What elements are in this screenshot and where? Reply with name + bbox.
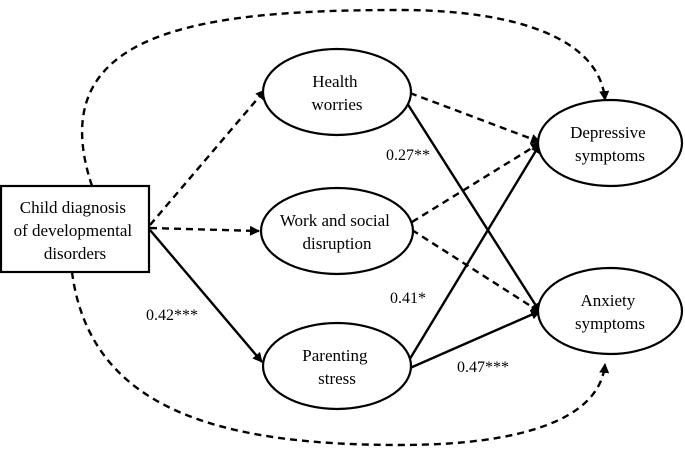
coef-diagnosis-to-parenting: 0.42*** [146, 307, 198, 324]
node-work-social-line1: Work and social [280, 211, 390, 230]
svg-text:Depressive symptoms: Depressive symptoms [570, 123, 650, 165]
path-work-to-depressive [411, 141, 541, 224]
node-health-worries-line2: worries [312, 95, 363, 114]
node-anxiety-line1: Anxiety [580, 291, 635, 310]
path-diagnosis-to-work [149, 225, 260, 236]
coef-parenting-to-anxiety: 0.47*** [457, 359, 509, 376]
node-parenting-stress [261, 321, 413, 411]
coef-health-to-anxiety: 0.27** [386, 147, 430, 164]
path-diagnosis-to-health [149, 89, 266, 226]
node-health-worries [261, 47, 413, 137]
svg-text:Child diagnosis of develop: Child diagnosis of developmental disorde… [14, 198, 137, 263]
path-health-to-anxiety [405, 102, 542, 313]
svg-text:Parenting stress: Parenting stress [302, 346, 371, 388]
node-anxiety-symptoms [536, 266, 684, 356]
svg-text:Anxiety symptoms: Anxiety symptoms [575, 291, 645, 333]
node-anxiety-line2: symptoms [575, 314, 645, 333]
path-diagnosis-to-parenting [149, 229, 263, 363]
node-parenting-stress-line1: Parenting [302, 346, 368, 365]
node-parenting-stress-line2: stress [318, 369, 356, 388]
node-child-diagnosis-line3: disorders [44, 244, 106, 263]
svg-text:Work and social disruption: Work and social disruption [280, 211, 394, 253]
node-health-worries-line1: Health [312, 72, 358, 91]
path-diagnosis-to-depressive [80, 8, 610, 187]
svg-text:Health worries: Health worries [312, 72, 363, 114]
path-parenting-to-depressive [406, 143, 542, 363]
path-diagnosis-to-anxiety [70, 271, 610, 447]
node-child-diagnosis-line1: Child diagnosis [20, 198, 126, 217]
node-child-diagnosis [0, 184, 151, 274]
path-parenting-to-anxiety [409, 309, 541, 370]
path-health-to-depressive [409, 91, 541, 144]
node-depressive-line2: symptoms [575, 146, 645, 165]
node-work-social-line2: disruption [303, 234, 372, 253]
coef-parenting-to-depressive: 0.41* [390, 290, 426, 307]
node-work-social [259, 186, 415, 276]
path-work-to-anxiety [411, 228, 541, 314]
node-depressive-line1: Depressive [570, 123, 646, 142]
node-child-diagnosis-line2: of developmental [14, 221, 133, 240]
node-depressive-symptoms [536, 98, 684, 188]
